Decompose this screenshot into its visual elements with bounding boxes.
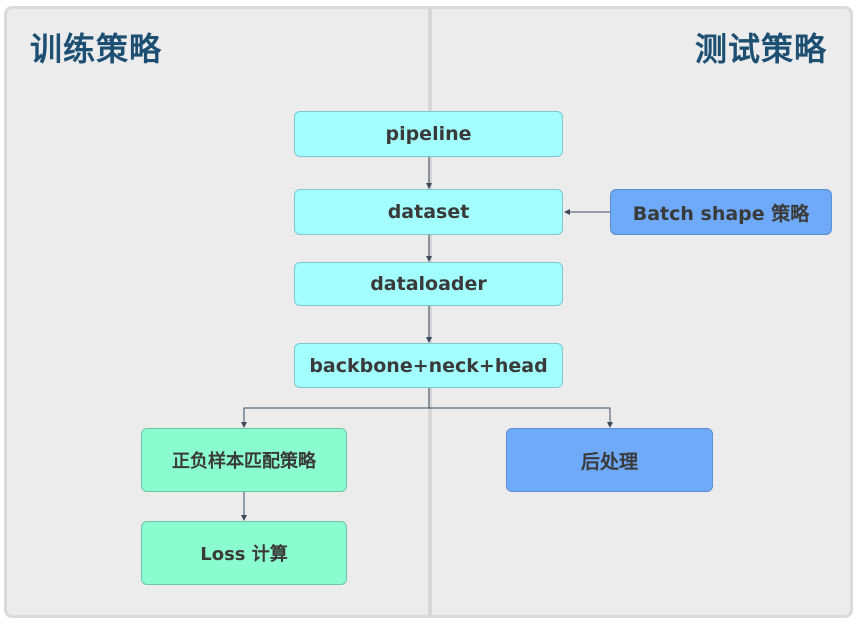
batch-shape-node: Batch shape 策略	[610, 189, 832, 235]
postprocess-node: 后处理	[506, 428, 713, 492]
assigner-node: 正负样本匹配策略	[141, 428, 347, 492]
edge-model-assigner	[241, 388, 430, 428]
pipeline-node: pipeline	[294, 111, 563, 157]
loss-node: Loss 计算	[141, 521, 347, 585]
edge-model-postprocess	[429, 407, 613, 428]
dataloader-node: dataloader	[294, 262, 563, 306]
dataset-node: dataset	[294, 189, 563, 235]
train-strategy-title: 训练策略	[30, 30, 163, 68]
section-divider	[428, 8, 432, 616]
test-strategy-title: 测试策略	[694, 30, 827, 68]
model-node: backbone+neck+head	[294, 343, 563, 388]
